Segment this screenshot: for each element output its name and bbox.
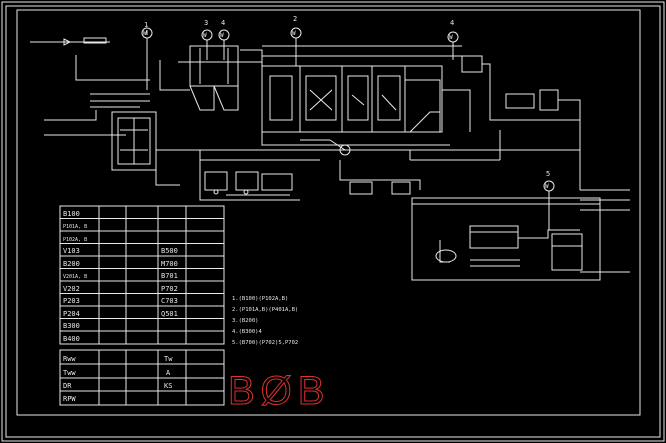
line-type-legend-codes: Rww Tww DR RPW Tw A KS (63, 355, 173, 403)
equipment-code: C703 (161, 297, 178, 305)
instrument-symbol: W (220, 32, 224, 39)
equipment-code: P702 (161, 285, 178, 293)
sludge-treatment-area (411, 189, 630, 281)
equipment-code: B100 (63, 210, 80, 218)
note-line: 4.(B300)4 (232, 329, 262, 335)
control-notes: 1.(B100)(P102A,B) 2.(P101A,B)(P401A,B) 3… (232, 296, 298, 346)
instrument-marker-3: 3 W (201, 19, 213, 41)
instrument-number: 1 (144, 21, 148, 29)
equipment-code: P102A, B (63, 237, 87, 243)
instrument-marker-4b: 4 W (447, 19, 459, 60)
note-line: 1.(B100)(P102A,B) (232, 296, 288, 302)
lift-tank (111, 111, 180, 186)
equipment-code: M700 (161, 260, 178, 268)
instrument-symbol: W (143, 30, 147, 37)
watermark: BØB (228, 369, 330, 413)
schematic-border (16, 9, 641, 416)
instrument-symbol: W (292, 30, 296, 37)
line-code: A (166, 369, 171, 377)
equipment-code: B500 (161, 247, 178, 255)
line-type-legend-table (59, 349, 225, 406)
equipment-code: V201A, B (63, 274, 87, 280)
instrument-marker-4a: 4 W (218, 19, 230, 41)
line-code: Tww (63, 369, 76, 377)
inlet-piping (30, 37, 150, 136)
instrument-number: 4 (450, 19, 454, 27)
process-lines (156, 130, 581, 195)
note-line: 2.(P101A,B)(P401A,B) (232, 307, 298, 313)
equipment-legend-codes: B100 P101A, B P102A, B V103 B200 V201A, … (63, 210, 178, 343)
line-code: RPW (63, 395, 76, 403)
equipment-code: V202 (63, 285, 80, 293)
line-code: Rww (63, 355, 76, 363)
equipment-code: V103 (63, 247, 80, 255)
dosing-line (442, 55, 581, 190)
line-code: KS (164, 382, 172, 390)
note-line: 5.(B700)(P702)5,P702 (232, 340, 298, 346)
instrument-number: 4 (221, 19, 225, 27)
equipment-code: P204 (63, 310, 80, 318)
equipment-code: P101A, B (63, 224, 87, 230)
drawing-border (5, 5, 661, 438)
equipment-code: Q501 (161, 310, 178, 318)
instrument-symbol: W (203, 32, 207, 39)
dosing-tanks (199, 171, 300, 201)
instrument-marker-2: 2 W (290, 15, 302, 60)
instrument-marker-1: 1 W (141, 21, 153, 90)
main-reactor (240, 45, 462, 133)
equipment-code: P203 (63, 297, 80, 305)
instrument-number: 3 (204, 19, 208, 27)
note-line: 3.(B200) (232, 318, 259, 324)
equipment-code: B400 (63, 335, 80, 343)
equipment-code: B300 (63, 322, 80, 330)
instrument-number: 2 (293, 15, 297, 23)
line-code: Tw (164, 355, 173, 363)
instrument-symbol: W (545, 183, 549, 190)
instrument-symbol: W (449, 34, 453, 41)
equipment-code: B701 (161, 272, 178, 280)
instrument-number: 5 (546, 170, 550, 178)
instrument-marker-5: 5 W (543, 170, 555, 230)
equipment-code: B200 (63, 260, 80, 268)
line-code: DR (63, 382, 72, 390)
equipment-legend-table (59, 205, 225, 345)
